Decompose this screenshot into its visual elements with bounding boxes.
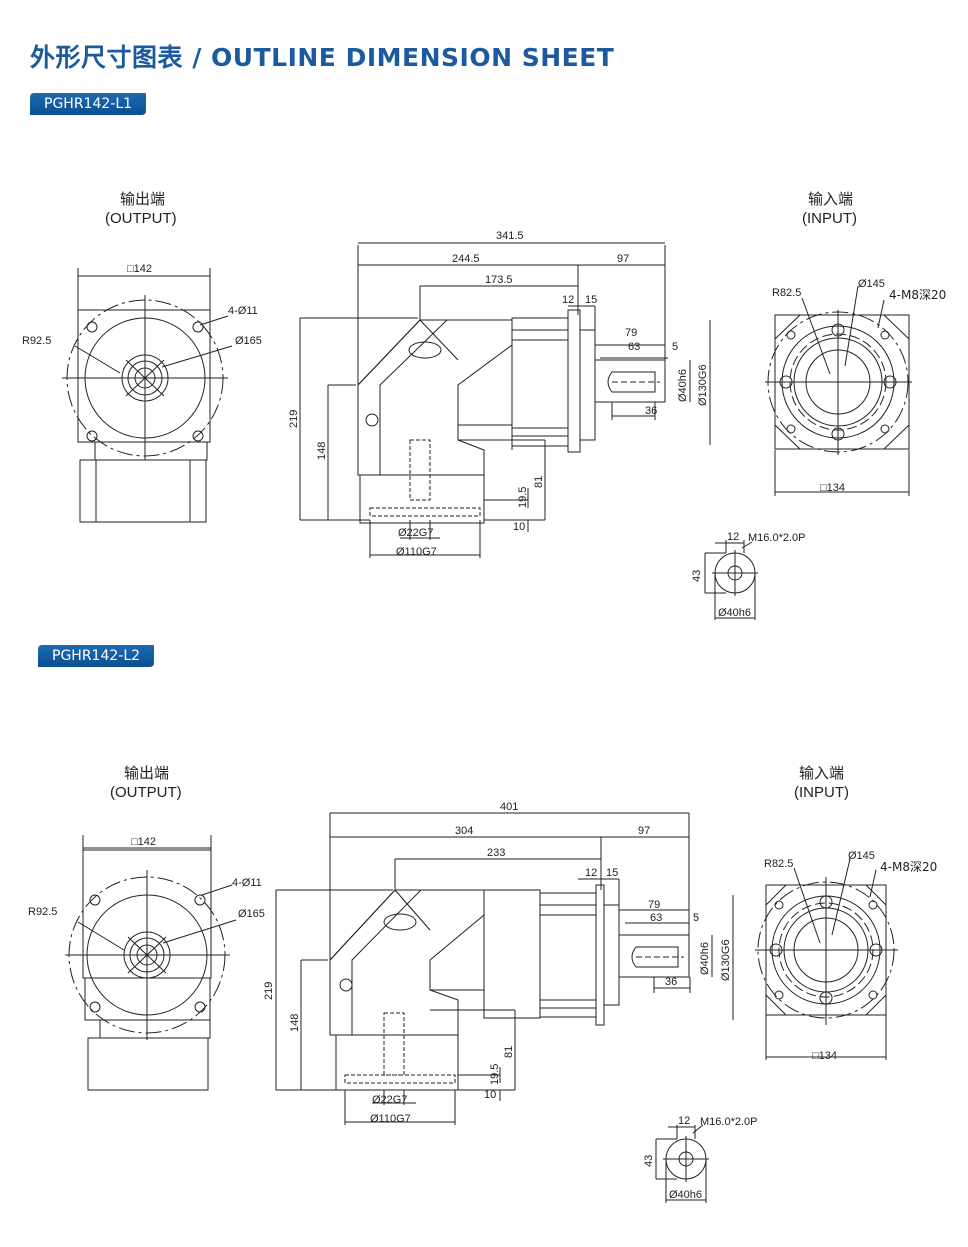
dim-h3: 81 — [533, 476, 545, 488]
dim-h5: 10 — [484, 1089, 496, 1101]
dim-d5: 15 — [585, 294, 597, 306]
model-tab-l1: PGHR142-L1 — [30, 93, 147, 115]
dim-h2: 148 — [316, 442, 328, 460]
dim-d3: 233 — [487, 847, 505, 859]
output-radius: R92.5 — [22, 335, 51, 347]
output-square: □142 — [131, 836, 156, 848]
dim-d2: 97 — [638, 825, 650, 837]
dim-d9: 36 — [665, 976, 677, 988]
dim-shaft: Ø40h6 — [699, 942, 711, 975]
input-thread: 4-M8深20 — [889, 288, 946, 302]
dim-d5: 15 — [606, 867, 618, 879]
dim-d8: 5 — [693, 912, 699, 924]
dim-d1: 304 — [455, 825, 473, 837]
dim-h5: 10 — [513, 521, 525, 533]
input-square: □134 — [812, 1050, 837, 1062]
key-height: 43 — [643, 1155, 655, 1167]
drawing-l1: 输出端 (OUTPUT) □142 4-Ø11 R92.5 Ø165 341.5… — [22, 190, 946, 620]
input-pcd: Ø145 — [858, 278, 885, 290]
output-label-en: (OUTPUT) — [110, 784, 182, 801]
key-width: 12 — [727, 531, 739, 543]
dim-d4: 12 — [562, 294, 574, 306]
dim-bore: Ø22G7 — [398, 527, 433, 539]
dim-total: 401 — [500, 801, 518, 813]
dim-base: Ø110G7 — [396, 546, 437, 558]
drawing-l2: 输出端 (OUTPUT) □142 4-Ø11 R92.5 Ø165 401 3… — [28, 764, 937, 1203]
dim-d9: 36 — [645, 405, 657, 417]
dim-shaft: Ø40h6 — [677, 369, 689, 402]
input-view — [755, 858, 898, 1060]
dim-h1: 219 — [288, 410, 300, 428]
output-view — [62, 268, 233, 523]
input-label-en: (INPUT) — [794, 784, 849, 801]
output-bolt: 4-Ø11 — [228, 305, 258, 317]
input-thread: 4-M8深20 — [880, 860, 937, 874]
input-label-en: (INPUT) — [802, 210, 857, 227]
page-title: 外形尺寸图表 / OUTLINE DIMENSION SHEET — [30, 43, 615, 72]
input-label-cn: 输入端 — [808, 190, 853, 208]
key-height: 43 — [691, 570, 703, 582]
dim-h4: 19.5 — [489, 1064, 501, 1085]
input-label-cn: 输入端 — [799, 764, 844, 782]
output-radius: R92.5 — [28, 906, 57, 918]
dim-bore: Ø22G7 — [372, 1094, 407, 1106]
output-pcd: Ø165 — [238, 908, 265, 920]
dim-d6: 79 — [625, 327, 637, 339]
input-radius: R82.5 — [772, 287, 801, 299]
dim-d2: 97 — [617, 253, 629, 265]
model-tab-l2: PGHR142-L2 — [38, 645, 155, 667]
key-detail — [655, 1124, 709, 1203]
input-view — [765, 285, 912, 496]
dim-d8: 5 — [672, 341, 678, 353]
dim-h2: 148 — [289, 1014, 301, 1032]
dim-h1: 219 — [263, 982, 275, 1000]
side-view — [299, 242, 711, 558]
input-square: □134 — [820, 482, 845, 494]
output-pcd: Ø165 — [235, 335, 262, 347]
dim-pilot: Ø130G6 — [720, 939, 732, 981]
output-label-en: (OUTPUT) — [105, 210, 177, 227]
dim-base: Ø110G7 — [370, 1113, 411, 1125]
output-label-cn: 输出端 — [120, 190, 165, 208]
dim-h3: 81 — [503, 1046, 515, 1058]
key-dia: Ø40h6 — [669, 1189, 702, 1201]
output-label-cn: 输出端 — [124, 764, 169, 782]
output-square: □142 — [127, 263, 152, 275]
input-pcd: Ø145 — [848, 850, 875, 862]
dim-total: 341.5 — [496, 230, 524, 242]
dim-d4: 12 — [585, 867, 597, 879]
dim-h4: 19.5 — [517, 487, 529, 508]
dim-d7: 63 — [628, 341, 640, 353]
output-bolt: 4-Ø11 — [232, 877, 262, 889]
key-dia: Ø40h6 — [718, 607, 751, 619]
dim-d3: 173.5 — [485, 274, 513, 286]
key-width: 12 — [678, 1115, 690, 1127]
key-thread: M16.0*2.0P — [748, 532, 805, 544]
dim-d6: 79 — [648, 899, 660, 911]
key-detail — [704, 540, 758, 620]
dim-d1: 244.5 — [452, 253, 480, 265]
side-view — [275, 812, 734, 1125]
input-radius: R82.5 — [764, 858, 793, 870]
key-thread: M16.0*2.0P — [700, 1116, 757, 1128]
dim-d7: 63 — [650, 912, 662, 924]
dim-pilot: Ø130G6 — [697, 364, 709, 406]
output-view — [65, 835, 237, 1091]
